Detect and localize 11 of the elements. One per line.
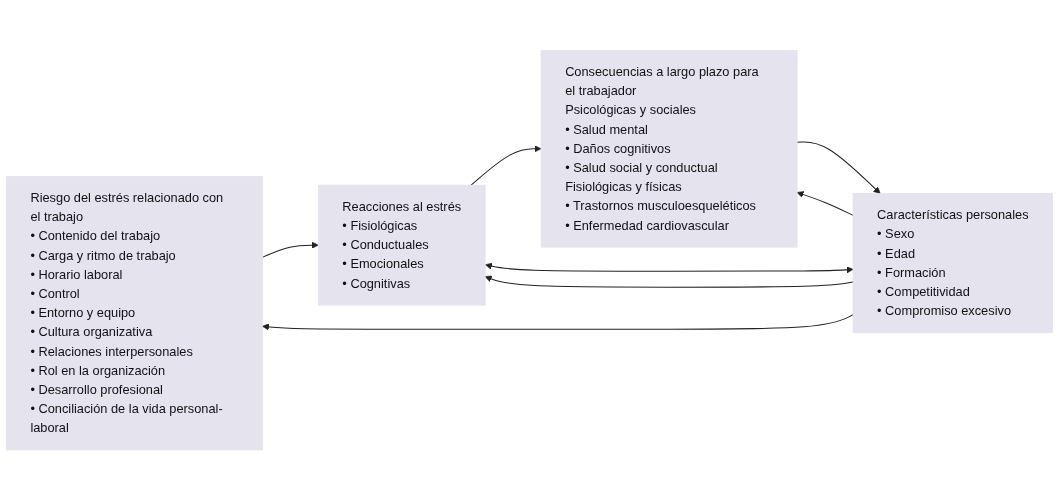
- arrow: [262, 314, 854, 331]
- arrow: [470, 145, 542, 186]
- arrow: [485, 263, 854, 274]
- arrow: [261, 241, 319, 259]
- node-box: Reacciones al estrés • Fisiológicas • Conductuales • Emocionales • Cognitivas: [317, 185, 486, 306]
- node-box: Riesgo del estrés relacionado con el trabajo • Contenido del trabajo • Carga y ritmo de trabajo • Horario laboral • Control • Entorno y equipo • Cultura organizativa • Relaciones interpersonales • Rol en la organización • Desarrollo profesional • Conciliación de la vida personal-laboral: [6, 176, 263, 451]
- arrow: [796, 141, 881, 195]
- arrow: [484, 275, 854, 288]
- node-box: Consecuencias a largo plazo para el trabajador Psicológicas y sociales • Salud mental • Daños cognitivos • Salud social y conductual Fisiológicas y físicas • Trastornos musculoesqueléticos • Enfermedad cardiovascular: [540, 50, 798, 248]
- node-box: Características personales • Sexo • Edad • Formación • Competitividad • Compromiso excesivo: [852, 193, 1053, 334]
- arrow: [796, 191, 854, 217]
